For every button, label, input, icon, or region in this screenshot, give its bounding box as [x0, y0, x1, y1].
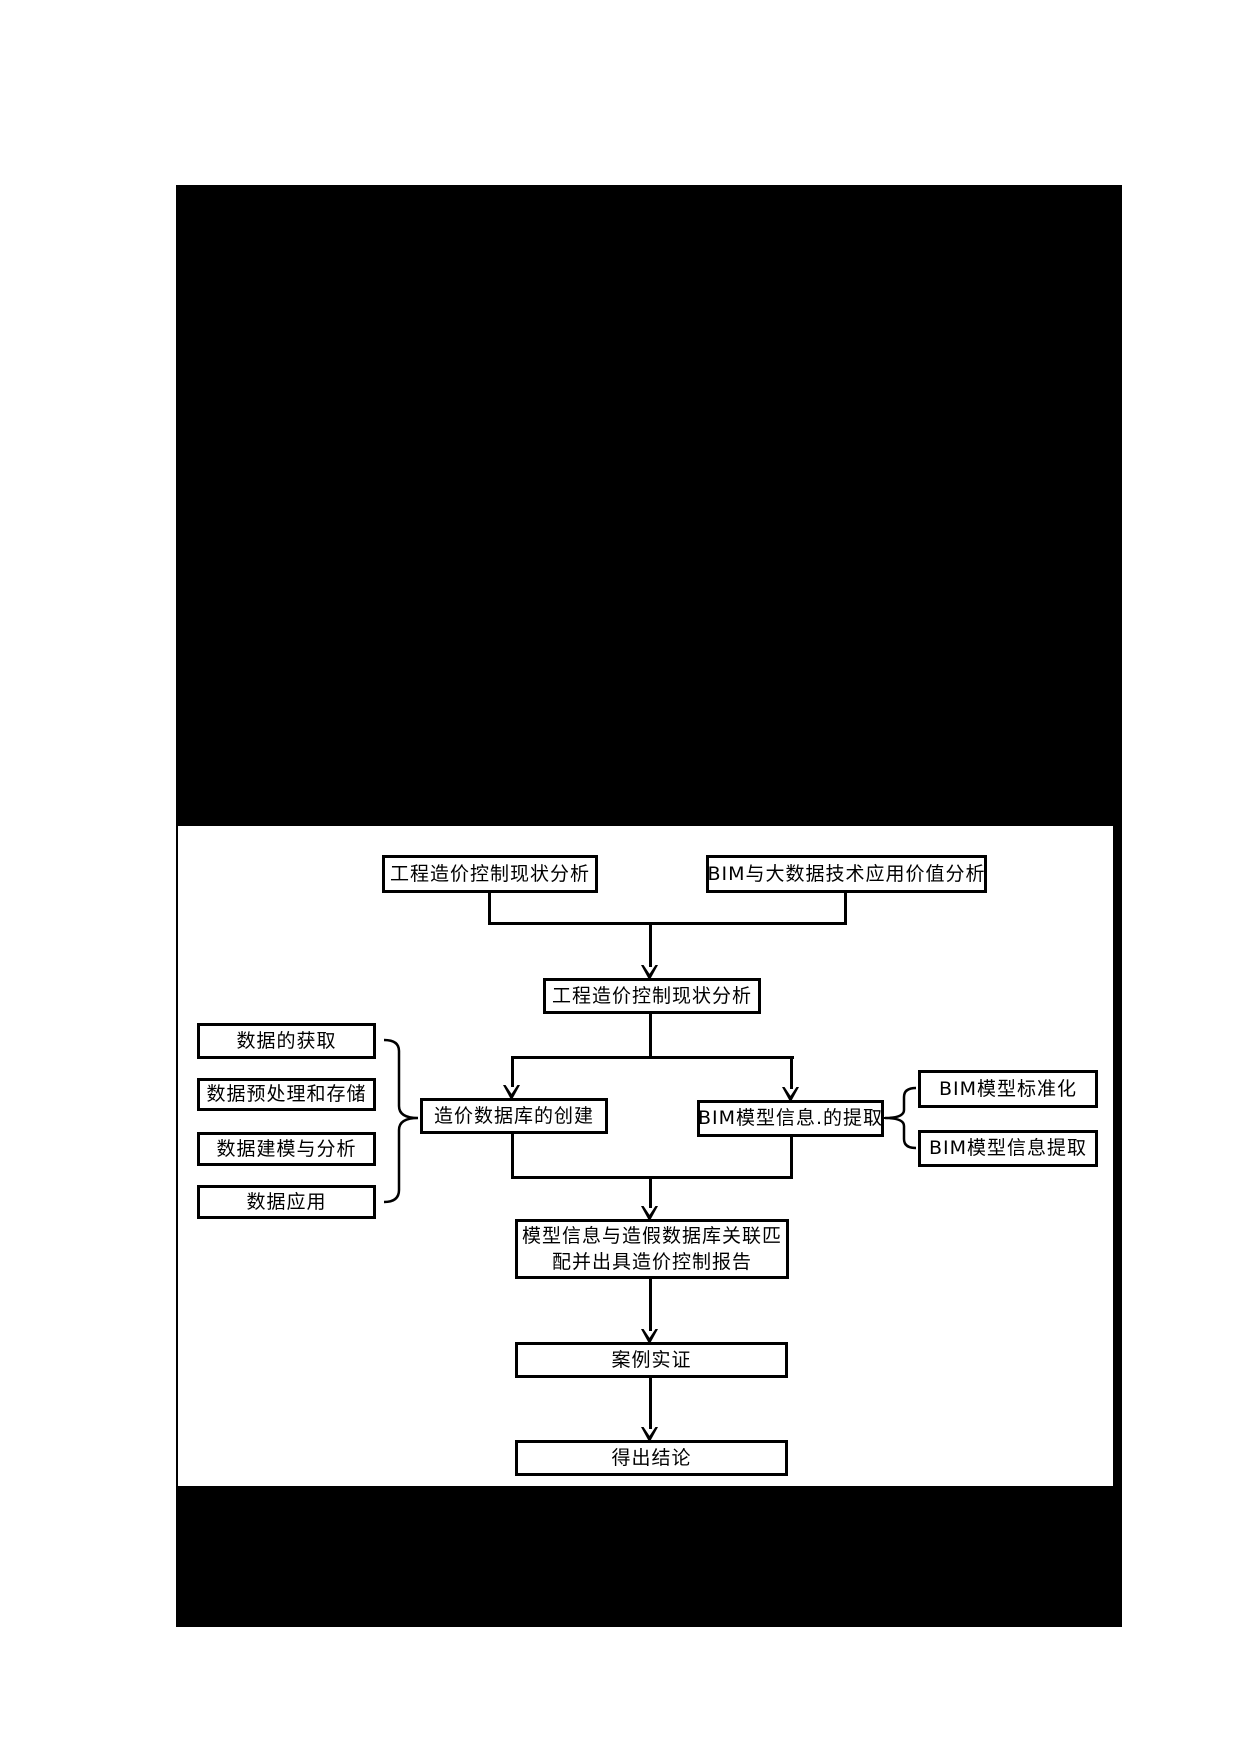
node-data-application: 数据应用 [197, 1185, 376, 1219]
connector-line [511, 1176, 793, 1179]
node-bim-model-standardization: BIM模型标准化 [918, 1070, 1098, 1108]
report-line-2: 配并出具造价控制报告 [551, 1251, 752, 1273]
node-cost-database-creation: 造价数据库的创建 [420, 1098, 608, 1134]
connector-line [649, 925, 652, 967]
connector-line [649, 1014, 652, 1059]
node-conclusion: 得出结论 [515, 1440, 788, 1476]
connector-line [790, 1137, 793, 1179]
right-brace [884, 1086, 917, 1150]
connector-line [488, 922, 847, 925]
connector-line [790, 1058, 793, 1089]
report-line-1: 模型信息与造假数据库关联匹 [521, 1225, 782, 1247]
connector-line [844, 893, 847, 924]
connector-line [649, 1279, 652, 1331]
node-match-and-report: 模型信息与造假数据库关联匹 配并出具造价控制报告 [515, 1219, 789, 1279]
connector-line [511, 1134, 514, 1179]
node-case-study: 案例实证 [515, 1342, 788, 1378]
node-data-modeling-analysis: 数据建模与分析 [197, 1132, 376, 1166]
connector-line [649, 1378, 652, 1429]
left-brace [383, 1038, 419, 1204]
connector-line [649, 1179, 652, 1208]
node-bim-model-info-extraction: BIM模型信息.的提取 [697, 1100, 884, 1137]
connector-line [488, 893, 491, 924]
node-data-preprocessing-storage: 数据预处理和存储 [197, 1078, 376, 1111]
connector-line [511, 1056, 794, 1059]
connector-line [511, 1058, 514, 1087]
node-cost-control-analysis-top: 工程造价控制现状分析 [382, 855, 598, 893]
node-bim-bigdata-value-analysis: BIM与大数据技术应用价值分析 [706, 855, 987, 893]
connector-line [881, 1117, 888, 1119]
node-cost-control-analysis-mid: 工程造价控制现状分析 [543, 978, 761, 1014]
node-bim-model-info-extract-step: BIM模型信息提取 [918, 1130, 1098, 1167]
node-data-acquisition: 数据的获取 [197, 1023, 376, 1059]
